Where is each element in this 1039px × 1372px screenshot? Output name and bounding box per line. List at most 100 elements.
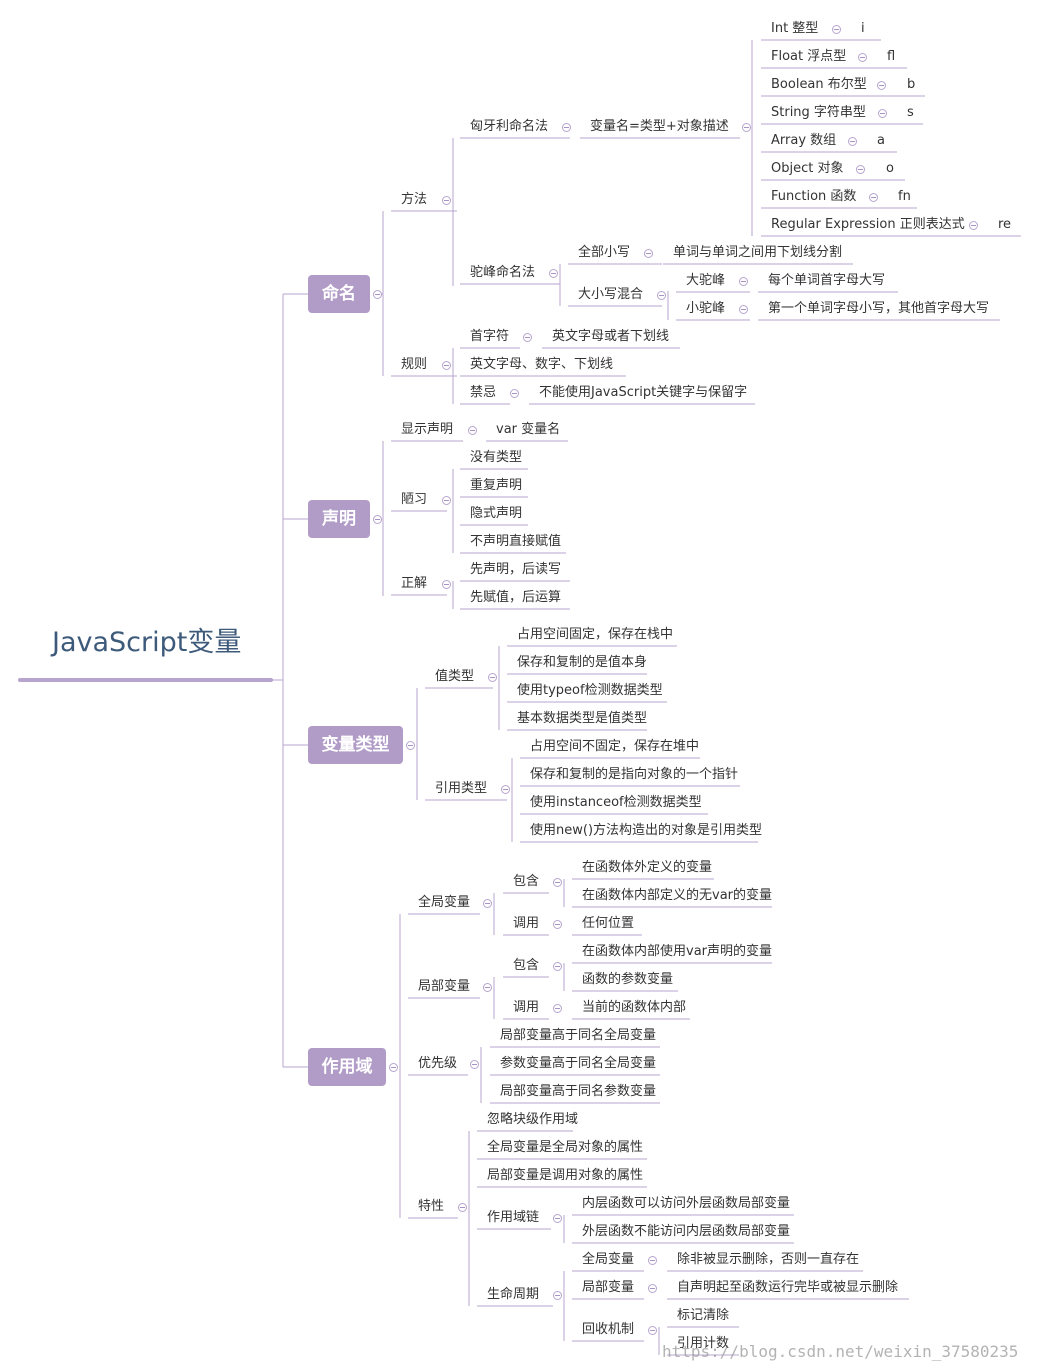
collapse-toggle-icon[interactable] [549,269,558,278]
big-camel[interactable]: 大驼峰 [686,273,726,288]
collapse-toggle-icon[interactable] [553,878,562,887]
collapse-toggle-icon[interactable] [648,1256,657,1265]
camel-mixed[interactable]: 大小写混合 [578,287,644,302]
camel-lower[interactable]: 全部小写 [578,245,631,260]
life-local-desc[interactable]: 自声明起至函数运行完毕或被显示删除 [677,1280,899,1295]
collapse-toggle-icon[interactable] [832,25,841,34]
collapse-toggle-icon[interactable] [553,962,562,971]
collapse-toggle-icon[interactable] [562,123,571,132]
chain-item-1[interactable]: 外层函数不能访问内层函数局部变量 [582,1224,791,1239]
collapse-toggle-icon[interactable] [488,673,497,682]
branch-hungarian[interactable]: 匈牙利命名法 [470,119,549,134]
good-item-1[interactable]: 先赋值，后运算 [470,590,562,605]
scope-global[interactable]: 全局变量 [418,895,471,910]
local-include-item-1[interactable]: 函数的参数变量 [582,972,674,987]
collapse-toggle-icon[interactable] [442,361,451,370]
global-call[interactable]: 调用 [513,916,540,931]
reference-item-0[interactable]: 占用空间不固定，保存在堆中 [530,739,700,754]
small-camel-desc[interactable]: 第一个单词字母小写，其他首字母大写 [768,301,990,316]
bad-item-2[interactable]: 隐式声明 [470,506,523,521]
decl-good[interactable]: 正解 [401,576,428,591]
prefix-4[interactable]: a [877,133,885,148]
life-global[interactable]: 全局变量 [582,1252,635,1267]
type-6[interactable]: Function 函数 [771,189,857,204]
category-naming[interactable]: 命名 [308,275,370,313]
collapse-toggle-icon[interactable] [442,196,451,205]
type-7[interactable]: Regular Expression 正则表达式 [771,217,965,232]
prefix-0[interactable]: i [861,21,865,36]
collapse-toggle-icon[interactable] [553,1004,562,1013]
collapse-toggle-icon[interactable] [878,109,887,118]
branch-camel[interactable]: 驼峰命名法 [470,265,536,280]
collapse-toggle-icon[interactable] [644,249,653,258]
global-include[interactable]: 包含 [513,874,540,889]
collapse-toggle-icon[interactable] [877,81,886,90]
type-4[interactable]: Array 数组 [771,133,837,148]
collapse-toggle-icon[interactable] [657,291,666,300]
priority-item-1[interactable]: 参数变量高于同名全局变量 [500,1056,657,1071]
rule-taboo[interactable]: 禁忌 [470,385,497,400]
decl-explicit-desc[interactable]: var 变量名 [496,422,561,437]
collapse-toggle-icon[interactable] [389,1063,398,1072]
bad-item-1[interactable]: 重复声明 [470,478,523,493]
collapse-toggle-icon[interactable] [648,1326,657,1335]
scope-features[interactable]: 特性 [418,1199,445,1214]
category-declaration[interactable]: 声明 [308,500,370,538]
collapse-toggle-icon[interactable] [523,333,532,342]
feature-item-0[interactable]: 忽略块级作用域 [487,1112,579,1127]
priority-item-2[interactable]: 局部变量高于同名参数变量 [500,1084,657,1099]
collapse-toggle-icon[interactable] [501,785,510,794]
category-variable-types[interactable]: 变量类型 [308,726,403,764]
category-scope[interactable]: 作用域 [308,1048,386,1086]
collapse-toggle-icon[interactable] [739,305,748,314]
collapse-toggle-icon[interactable] [739,277,748,286]
type-5[interactable]: Object 对象 [771,161,844,176]
reference-item-3[interactable]: 使用new()方法构造出的对象是引用类型 [530,823,763,838]
value-item-0[interactable]: 占用空间固定，保存在栈中 [517,627,674,642]
collapse-toggle-icon[interactable] [553,1291,562,1300]
collapse-toggle-icon[interactable] [483,899,492,908]
type-3[interactable]: String 字符串型 [771,105,866,120]
collapse-toggle-icon[interactable] [858,53,867,62]
prefix-2[interactable]: b [907,77,916,92]
prefix-6[interactable]: fn [898,189,911,204]
value-item-3[interactable]: 基本数据类型是值类型 [517,711,648,726]
collapse-toggle-icon[interactable] [406,741,415,750]
good-item-0[interactable]: 先声明，后读写 [470,562,562,577]
life-global-desc[interactable]: 除非被显示删除，否则一直存在 [677,1252,860,1267]
type-0[interactable]: Int 整型 [771,21,819,36]
hungarian-desc[interactable]: 变量名=类型+对象描述 [590,119,729,134]
global-include-item-0[interactable]: 在函数体外定义的变量 [582,860,713,875]
collapse-toggle-icon[interactable] [969,221,978,230]
local-call-desc[interactable]: 当前的函数体内部 [582,1000,687,1015]
collapse-toggle-icon[interactable] [553,1214,562,1223]
scope-local[interactable]: 局部变量 [418,979,471,994]
collapse-toggle-icon[interactable] [869,193,878,202]
collapse-toggle-icon[interactable] [458,1203,467,1212]
collapse-toggle-icon[interactable] [742,123,751,132]
scope-priority[interactable]: 优先级 [418,1056,458,1071]
small-camel[interactable]: 小驼峰 [686,301,726,316]
prefix-5[interactable]: o [886,161,894,176]
bad-item-0[interactable]: 没有类型 [470,450,523,465]
reference-item-1[interactable]: 保存和复制的是指向对象的一个指针 [530,767,739,782]
collapse-toggle-icon[interactable] [848,137,857,146]
type-1[interactable]: Float 浮点型 [771,49,847,64]
global-call-desc[interactable]: 任何位置 [582,916,635,931]
decl-explicit[interactable]: 显示声明 [401,422,454,437]
gc-item-1[interactable]: 引用计数 [677,1336,730,1351]
collapse-toggle-icon[interactable] [470,1060,479,1069]
collapse-toggle-icon[interactable] [373,515,382,524]
collapse-toggle-icon[interactable] [442,496,451,505]
prefix-7[interactable]: re [998,217,1012,232]
rule-first-char[interactable]: 首字符 [470,329,510,344]
root-topic[interactable]: JavaScript变量 [52,627,242,658]
rule-first-char-desc[interactable]: 英文字母或者下划线 [552,329,670,344]
type-2[interactable]: Boolean 布尔型 [771,77,867,92]
branch-method[interactable]: 方法 [401,192,428,207]
priority-item-0[interactable]: 局部变量高于同名全局变量 [500,1028,657,1043]
life-local[interactable]: 局部变量 [582,1280,635,1295]
type-value[interactable]: 值类型 [435,669,475,684]
value-item-1[interactable]: 保存和复制的是值本身 [517,655,648,670]
rule-chars[interactable]: 英文字母、数字、下划线 [470,357,614,372]
